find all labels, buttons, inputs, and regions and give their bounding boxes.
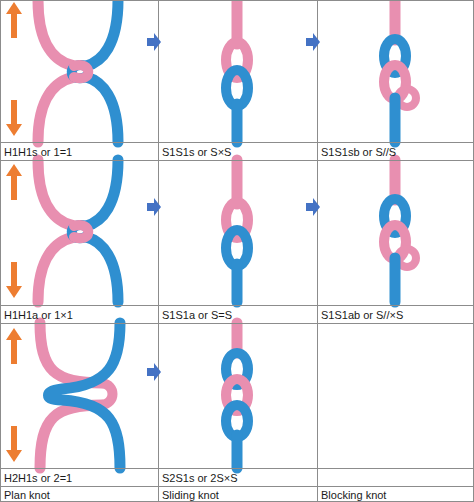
knot-cell: H1H1a or 1×1 xyxy=(3,162,147,322)
knot-code: S1S1sb or S//S xyxy=(321,145,396,159)
knot-code: H1H1s or 1=1 xyxy=(4,145,72,159)
column-heading: Blocking knot xyxy=(321,488,386,502)
knot-code: H2H1s or 2=1 xyxy=(4,471,72,485)
pull-arrows xyxy=(6,164,22,298)
pull-arrows xyxy=(6,328,22,462)
knot-code: S1S1s or S×S xyxy=(162,145,231,159)
blocking-knot-photo xyxy=(384,160,416,302)
step-arrow xyxy=(306,198,320,216)
step-arrow xyxy=(147,363,161,381)
step-arrow xyxy=(306,33,320,51)
knot-code: S1S1ab or S//×S xyxy=(321,308,403,322)
plain-knot-photo xyxy=(38,0,118,142)
step-arrow xyxy=(147,33,161,51)
column-heading: Plan knot xyxy=(4,488,50,502)
knot-code: S2S1s or 2S×S xyxy=(162,471,238,485)
blocking-knot-photo xyxy=(384,0,416,142)
plain-knot-photo xyxy=(40,323,120,468)
knot-cell: H2H1s or 2=1 xyxy=(3,325,147,485)
sliding-knot-photo xyxy=(226,323,248,468)
sliding-knot-photo xyxy=(226,160,248,302)
plain-knot-photo xyxy=(38,160,118,302)
knot-cell: S1S1a or S=S xyxy=(161,162,306,322)
pull-arrows xyxy=(6,2,22,136)
knot-code: H1H1a or 1×1 xyxy=(4,308,73,322)
knot-cell: H1H1s or 1=1 xyxy=(3,2,147,159)
knot-code: S1S1a or S=S xyxy=(162,308,232,322)
step-arrow xyxy=(147,198,161,216)
column-heading: Sliding knot xyxy=(162,488,219,502)
knot-cell: S1S1sb or S//S xyxy=(320,2,463,159)
knot-cell: S2S1s or 2S×S xyxy=(161,325,306,485)
knot-cell: S1S1s or S×S xyxy=(161,2,306,159)
sliding-knot-photo xyxy=(226,0,248,142)
knot-cell: S1S1ab or S//×S xyxy=(320,162,463,322)
